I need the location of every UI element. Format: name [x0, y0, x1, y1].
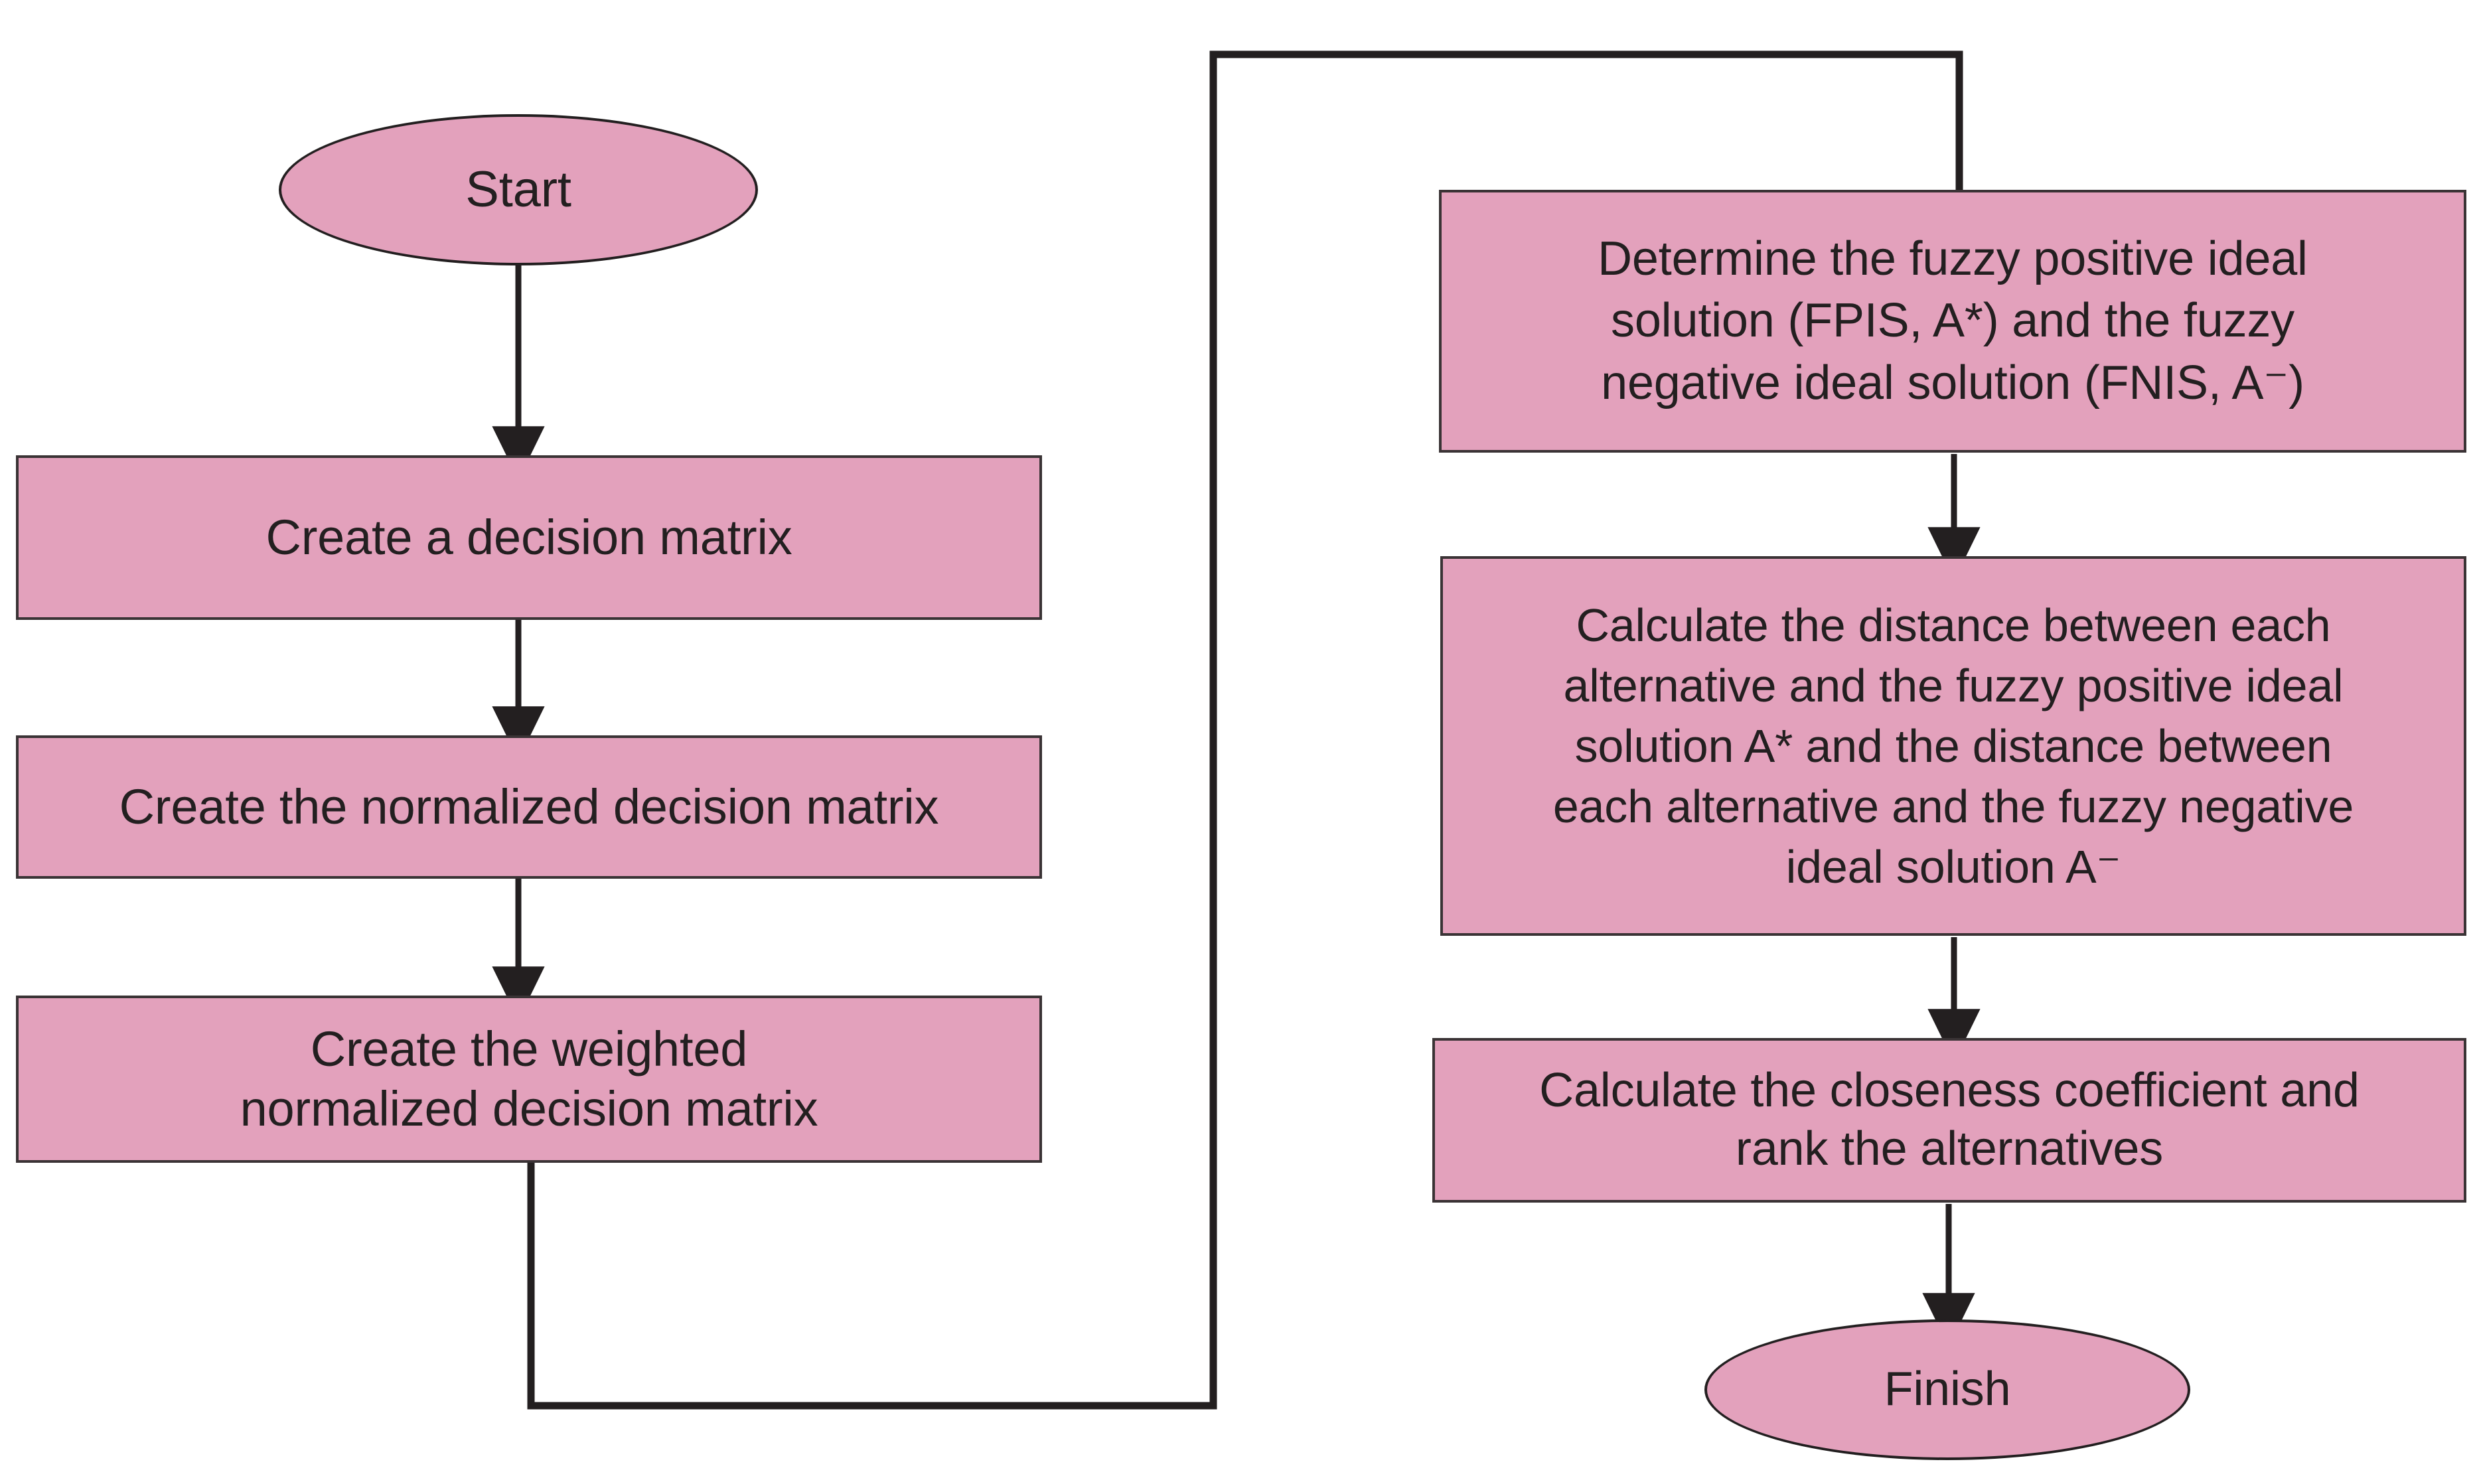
node-determine-fpis-fnis[interactable]: Determine the fuzzy positive ideal solut… [1439, 190, 2466, 453]
node-start[interactable]: Start [279, 114, 758, 265]
node-create-decision-matrix-label: Create a decision matrix [265, 509, 792, 565]
node-calculate-distances-label: Calculate the distance between each alte… [1552, 599, 2354, 893]
node-calculate-closeness-coefficient[interactable]: Calculate the closeness coefficient and … [1432, 1038, 2466, 1203]
node-calculate-distances[interactable]: Calculate the distance between each alte… [1440, 556, 2466, 936]
node-determine-fpis-fnis-label: Determine the fuzzy positive ideal solut… [1598, 232, 2308, 409]
node-create-normalized-decision-matrix-label: Create the normalized decision matrix [119, 779, 939, 834]
node-create-decision-matrix[interactable]: Create a decision matrix [16, 455, 1042, 620]
node-create-weighted-normalized-decision-matrix-label: Create the weighted normalized decision … [240, 1021, 818, 1136]
node-calculate-closeness-coefficient-label: Calculate the closeness coefficient and … [1539, 1064, 2360, 1175]
node-finish-label: Finish [1884, 1363, 2011, 1416]
node-finish[interactable]: Finish [1704, 1319, 2190, 1460]
node-start-label: Start [465, 161, 571, 218]
node-create-weighted-normalized-decision-matrix[interactable]: Create the weighted normalized decision … [16, 996, 1042, 1163]
node-create-normalized-decision-matrix[interactable]: Create the normalized decision matrix [16, 735, 1042, 879]
